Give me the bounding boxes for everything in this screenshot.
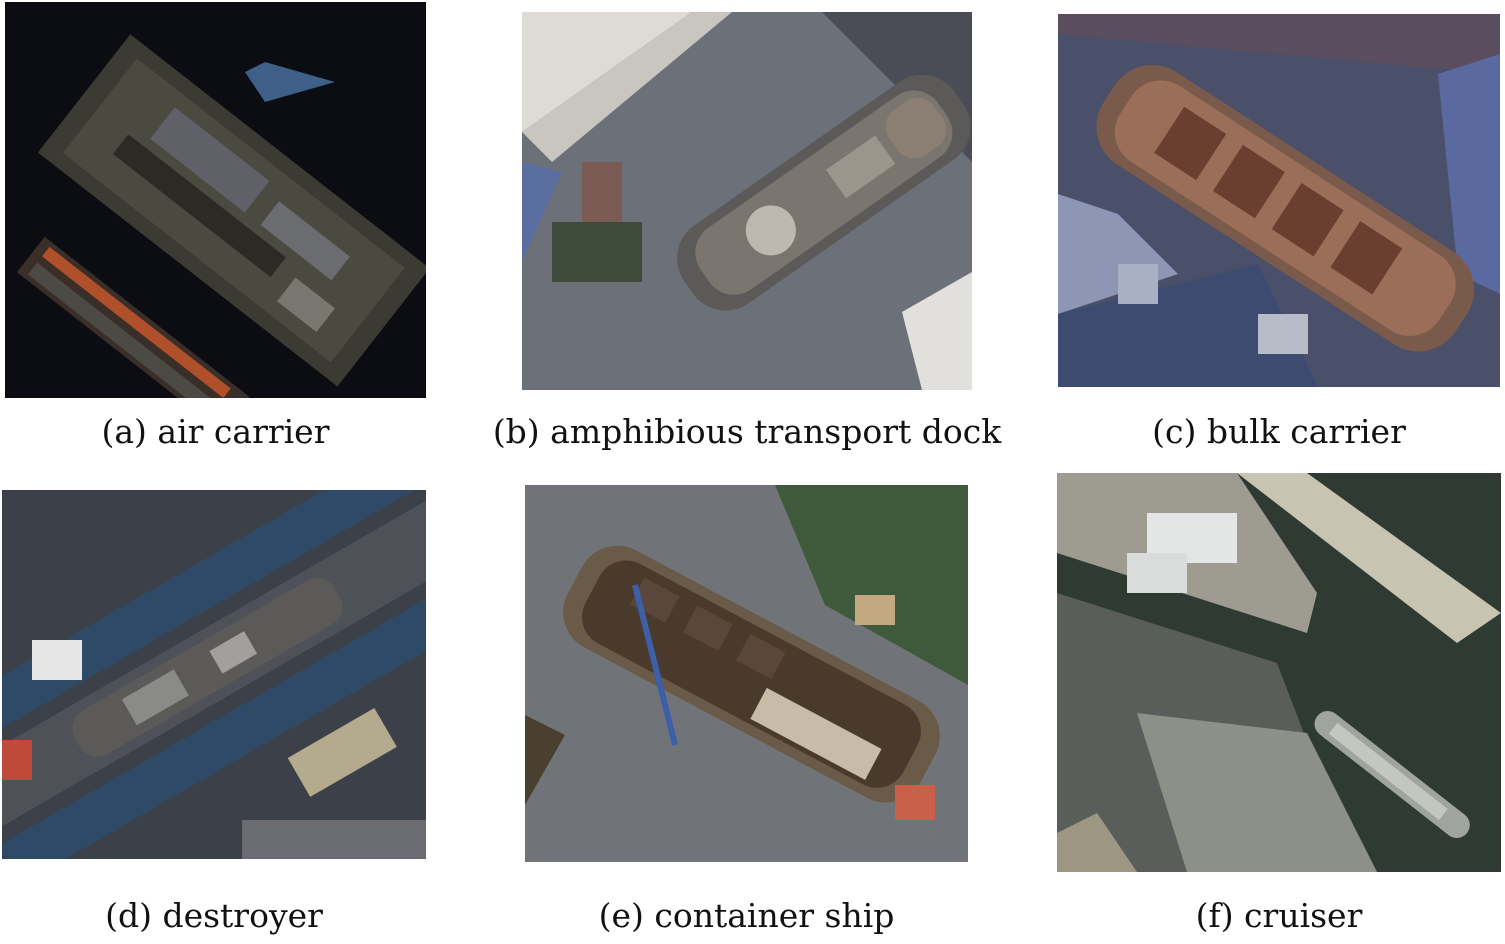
panel-c-image	[1058, 14, 1500, 387]
bulk-carrier-satellite-photo	[1058, 14, 1500, 387]
panel-a-image	[5, 2, 426, 398]
panel-c-caption: (c) bulk carrier	[1152, 412, 1406, 451]
destroyer-satellite-photo	[2, 490, 426, 859]
panel-b-caption: (b) amphibious transport dock	[492, 412, 1002, 451]
panel-e-caption: (e) container ship	[598, 896, 895, 935]
panel-a-caption: (a) air carrier	[101, 412, 330, 451]
panel-f-caption: (f) cruiser	[1195, 896, 1363, 935]
panel-e-image	[525, 485, 968, 862]
air-carrier-satellite-photo	[5, 2, 426, 398]
panel-b-image	[522, 12, 972, 390]
cruiser-satellite-photo	[1057, 473, 1501, 872]
panel-f-image	[1057, 473, 1501, 872]
panel-d-image	[2, 490, 426, 859]
panel-d-caption: (d) destroyer	[105, 896, 323, 935]
container-ship-satellite-photo	[525, 485, 968, 862]
amphibious-transport-dock-satellite-photo	[522, 12, 972, 390]
